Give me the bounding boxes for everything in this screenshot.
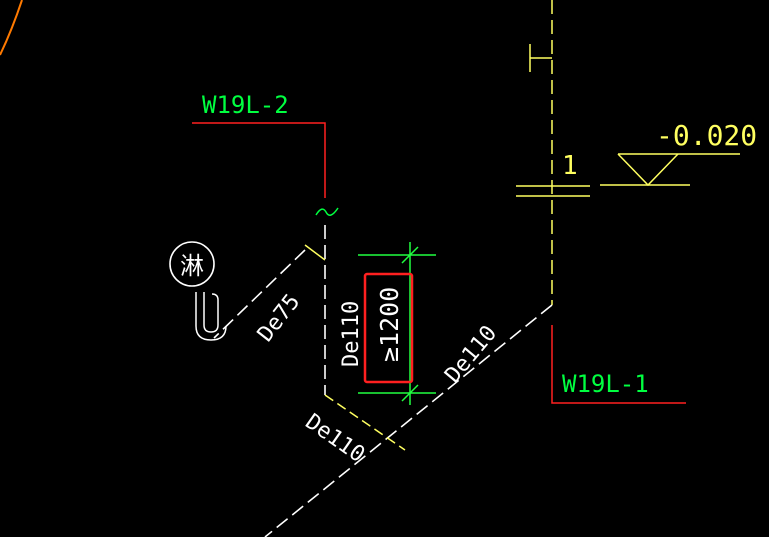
leader-w19l-2 (192, 122, 326, 198)
shower-trap-outer (195, 292, 227, 341)
dimension-text: ≥1200 (375, 287, 404, 362)
leader-w19l-1 (551, 325, 686, 404)
riser-cap-marker (529, 44, 552, 72)
shower-symbol-text: 淋 (180, 252, 204, 280)
riser-label-w19l-1: W19L-1 (562, 370, 649, 398)
pipe-section-marker (516, 185, 590, 197)
pipe-de110-diagonal-main (264, 304, 553, 537)
riser-label-w19l-2: W19L-2 (202, 91, 289, 119)
pipe-de75-branch (213, 249, 306, 339)
pipe-de110-diagonal-lower (324, 394, 406, 451)
marker-number-text: 1 (562, 151, 578, 181)
pipe-label-de110-vertical: De110 (339, 301, 364, 367)
shower-symbol-circle (169, 241, 215, 287)
dimension-highlight-box (363, 272, 414, 384)
orange-arc (0, 0, 23, 56)
shower-trap (203, 292, 219, 333)
dimension-lines (358, 242, 436, 405)
pipe-de75-connector (304, 244, 326, 261)
elevation-text: -0.020 (656, 119, 757, 152)
pipe-break-symbol (315, 207, 339, 216)
elevation-symbol (600, 153, 740, 187)
